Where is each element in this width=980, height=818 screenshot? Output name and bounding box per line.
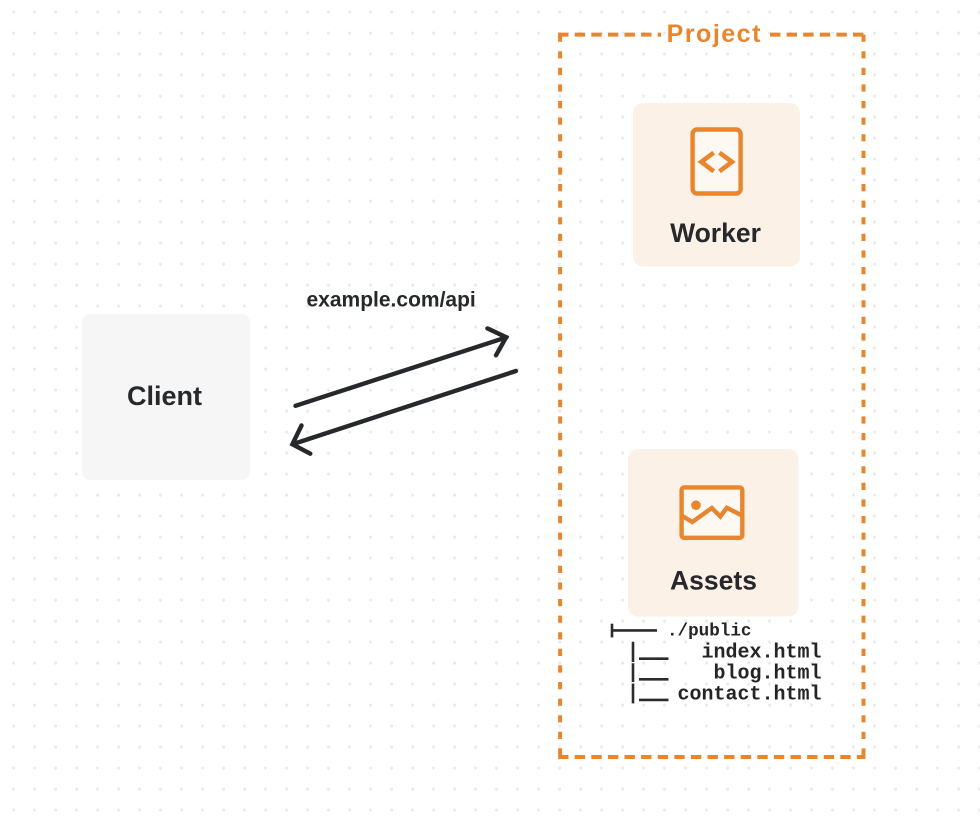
svg-text:index.html: index.html: [701, 641, 821, 664]
svg-text:contact.html: contact.html: [677, 683, 821, 706]
svg-text:Client: Client: [127, 381, 202, 411]
svg-text:blog.html: blog.html: [713, 662, 821, 685]
svg-text:Assets: Assets: [670, 566, 757, 596]
svg-text:example.com/api: example.com/api: [307, 289, 476, 312]
svg-text:./public: ./public: [667, 622, 751, 642]
svg-text:Worker: Worker: [670, 218, 761, 248]
svg-text:Project: Project: [667, 20, 762, 48]
